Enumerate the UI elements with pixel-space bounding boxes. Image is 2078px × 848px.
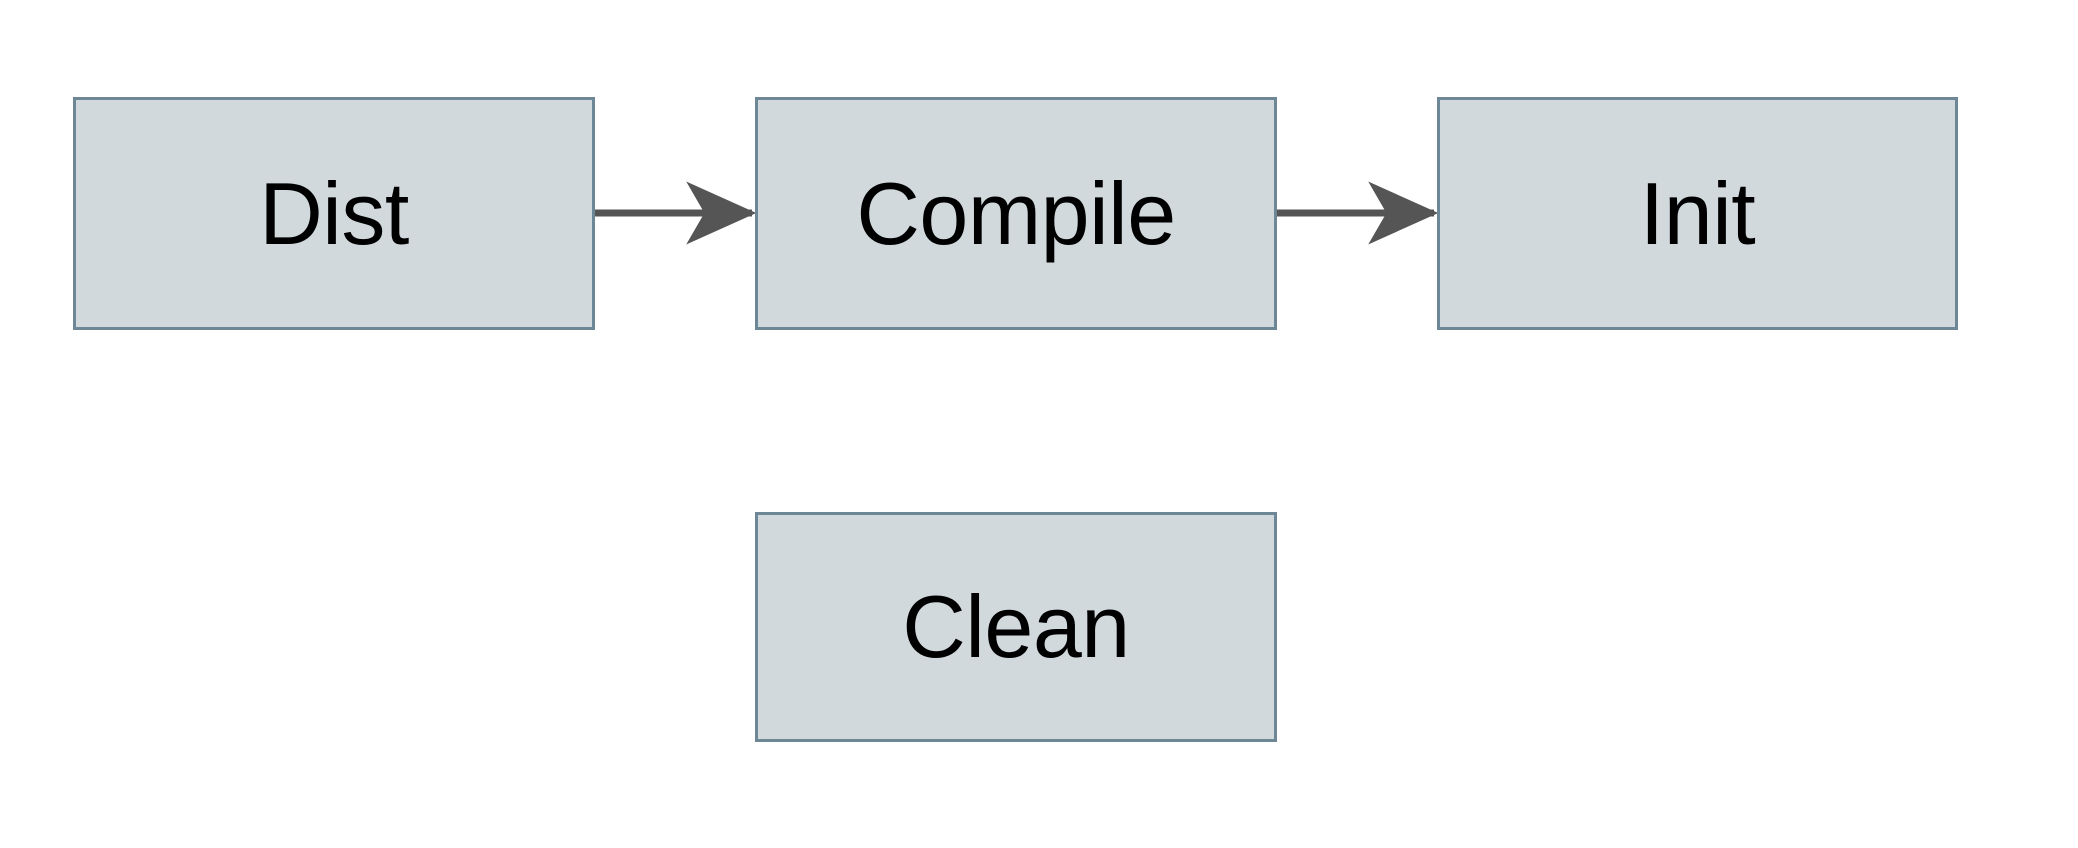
node-dist[interactable]: Dist <box>73 97 595 330</box>
node-clean[interactable]: Clean <box>755 512 1277 742</box>
node-label-clean: Clean <box>902 577 1130 676</box>
node-label-dist: Dist <box>259 163 409 263</box>
node-compile[interactable]: Compile <box>755 97 1277 330</box>
node-label-init: Init <box>1639 163 1756 263</box>
node-label-compile: Compile <box>856 163 1176 263</box>
node-init[interactable]: Init <box>1437 97 1958 330</box>
